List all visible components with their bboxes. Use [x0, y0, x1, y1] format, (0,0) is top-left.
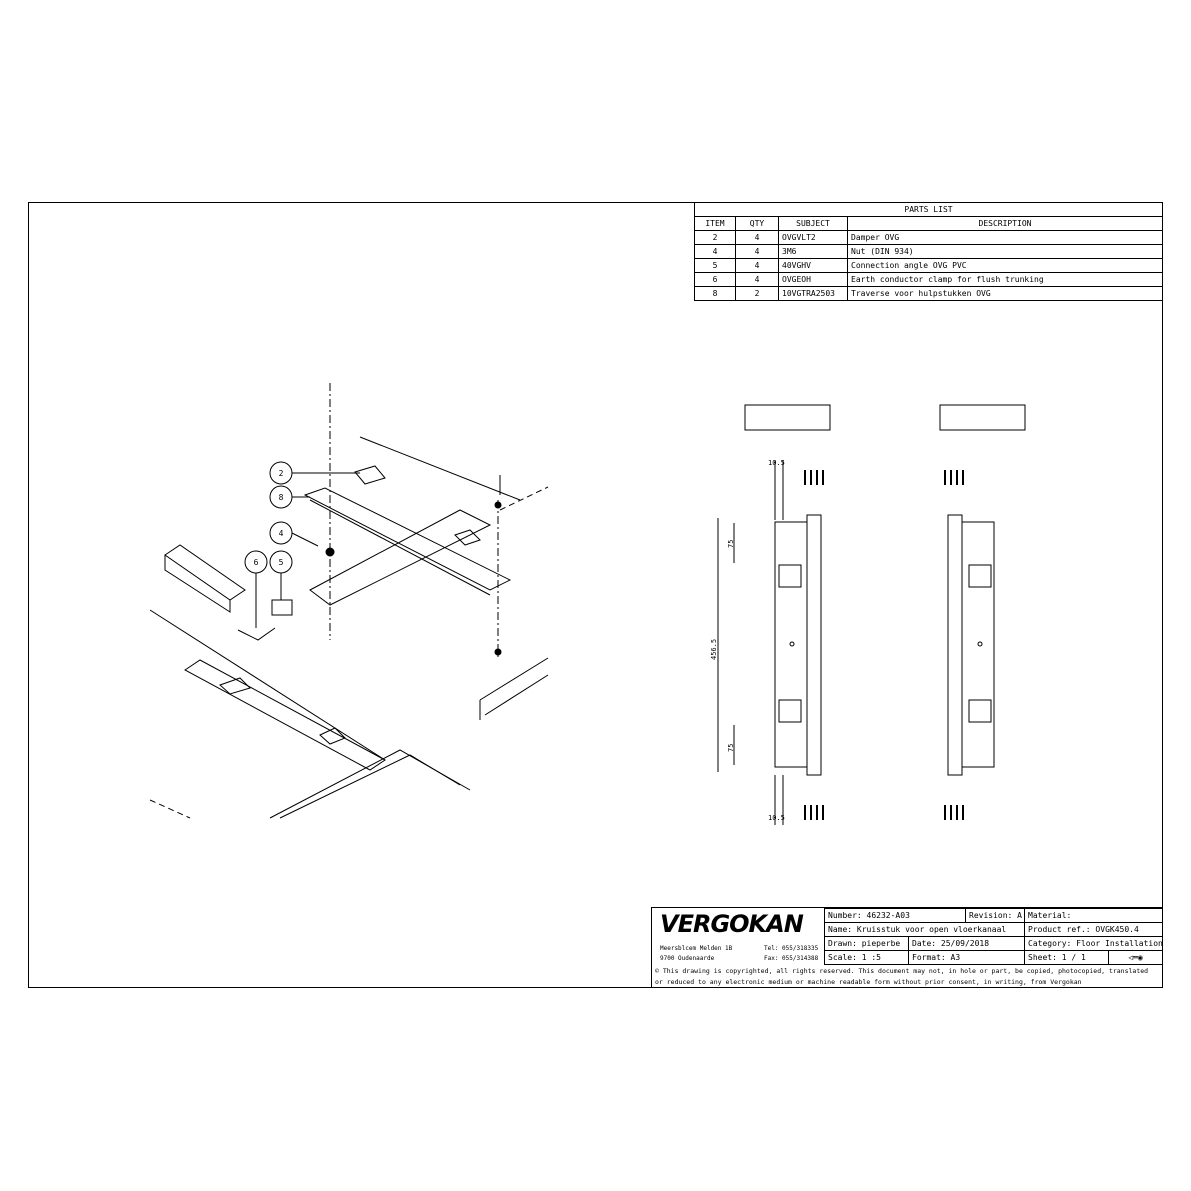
balloon-label: 8: [279, 493, 284, 502]
front-view-right: [939, 404, 1026, 820]
drawing-frame: [28, 202, 1163, 988]
isometric-view: [149, 383, 549, 819]
drawn-by: Drawn: pieperbe: [824, 936, 909, 951]
dim-end-spacing-bottom: 75: [727, 744, 735, 752]
balloon-label: 6: [254, 558, 259, 567]
dim-top-offset: 10.5: [768, 459, 785, 467]
drawing-name: Name: Kruisstuk voor open vloerkanaal: [824, 922, 1025, 937]
balloon-label: 4: [279, 529, 284, 538]
balloon-label: 2: [279, 469, 284, 478]
scale: Scale: 1 :5: [824, 950, 909, 965]
address-line-1: Meersblcem Melden 1B: [660, 945, 733, 952]
parts-cell-subject: 10VGTRA2503: [778, 286, 848, 301]
drawing-number: Number: 46232-A03: [824, 908, 966, 923]
telephone: Tel: 055/318335: [764, 945, 819, 952]
front-view-left: [717, 404, 831, 825]
revision: Revision: A: [965, 908, 1025, 923]
parts-cell-item: 8: [694, 286, 736, 301]
balloon-label: 5: [279, 558, 284, 567]
balloon-circle: [269, 521, 293, 545]
copyright-notice: © This drawing is copyrighted, all right…: [655, 967, 1149, 986]
category: Category: Floor Installations: [1024, 936, 1163, 951]
fax: Fax: 055/314388: [764, 955, 819, 962]
title-block: VERGOKAN Meersblcem Melden 1B 9700 Ouden…: [651, 907, 1163, 988]
sheet: Sheet: 1 / 1: [1024, 950, 1109, 965]
address-line-2: 9700 Oudenaarde: [660, 955, 715, 962]
balloon-circle: [269, 485, 293, 509]
dim-bottom-offset: 10.5: [768, 814, 785, 822]
balloons: 2 8 4 6 5: [244, 461, 293, 574]
balloon-circle: [269, 461, 293, 485]
parts-list: PARTS LIST ITEM QTY SUBJECT DESCRIPTION …: [694, 202, 1163, 301]
dim-overall-length: 456.5: [710, 639, 718, 660]
parts-cell-description: Traverse voor hulpstukken OVG: [847, 286, 1163, 301]
format: Format: A3: [908, 950, 1025, 965]
dim-end-spacing-top: 75: [727, 540, 735, 548]
projection-symbol-icon: ◁═◉: [1108, 950, 1163, 965]
date: Date: 25/09/2018: [908, 936, 1025, 951]
product-ref: Product ref.: OVGK450.4: [1024, 922, 1163, 937]
company-logo: VERGOKAN Meersblcem Melden 1B 9700 Ouden…: [652, 908, 825, 965]
logo-text: VERGOKAN: [660, 910, 804, 938]
balloon-circle: [244, 550, 268, 574]
balloon-circle: [269, 550, 293, 574]
material: Material:: [1024, 908, 1163, 923]
